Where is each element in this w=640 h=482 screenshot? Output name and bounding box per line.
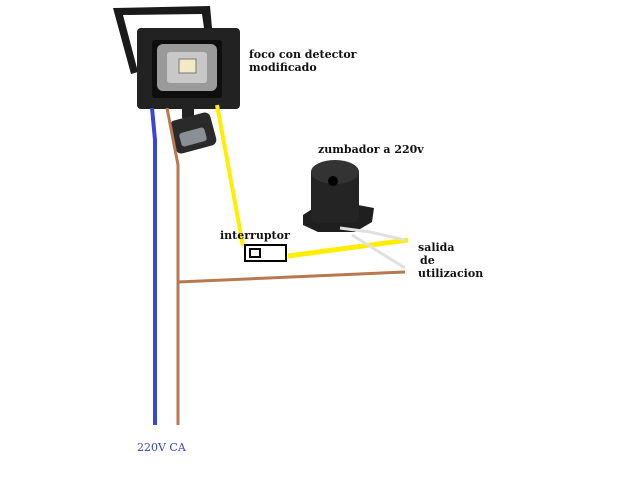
- neutral-wire: [150, 107, 157, 425]
- floodlight-bracket: [113, 6, 212, 74]
- supply-label: 220V CA: [137, 441, 186, 454]
- switched-wire-to-output: [287, 237, 409, 259]
- diagram-shape: [311, 160, 359, 184]
- phase-branch-wire: [177, 270, 406, 284]
- switch-label: interruptor: [220, 229, 290, 242]
- floodlight-label-line1: foco con detector: [249, 48, 357, 61]
- output-label-line2: de: [420, 254, 435, 267]
- phase-wire: [165, 107, 180, 425]
- buzzer-lead-2: [351, 233, 406, 270]
- buzzer-lead-1: [339, 226, 406, 242]
- output-label: salida de utilizacion: [418, 241, 483, 280]
- output-label-line1: salida: [418, 241, 455, 254]
- buzzer-hole: [328, 176, 338, 186]
- switch-toggle: [249, 248, 261, 258]
- floodlight-label-line2: modificado: [249, 61, 317, 74]
- buzzer-label: zumbador a 220v: [318, 143, 424, 156]
- diagram-shape: [179, 127, 207, 147]
- diagram-shape: [182, 106, 194, 118]
- output-label-line3: utilizacion: [418, 267, 484, 280]
- switched-wire-to-switch: [215, 104, 245, 247]
- led-chip: [178, 58, 197, 74]
- floodlight-label: foco con detector modificado: [249, 48, 356, 74]
